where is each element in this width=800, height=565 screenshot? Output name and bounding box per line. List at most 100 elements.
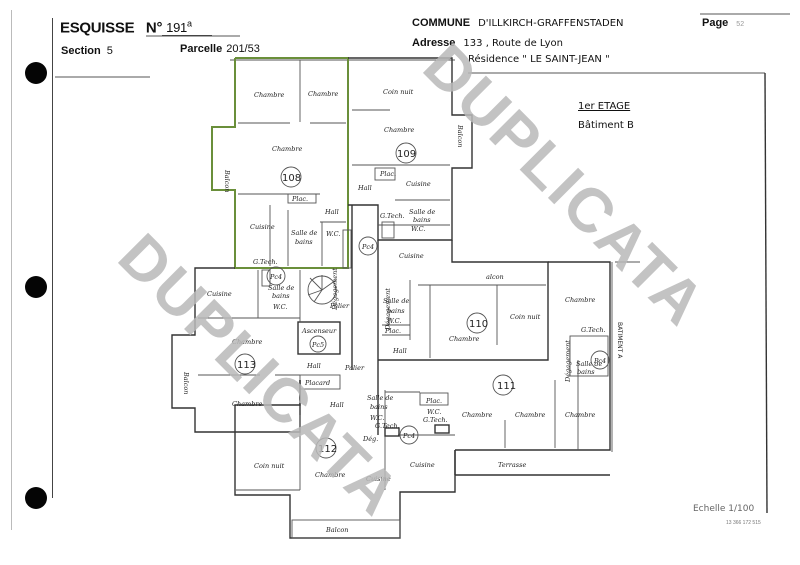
- binder-hole: [25, 62, 47, 84]
- parcelle-label: Parcelle: [180, 43, 223, 55]
- binder-hole: [25, 487, 47, 509]
- room-label: Chambre: [308, 90, 338, 98]
- esquisse-label: ESQUISSE: [60, 19, 135, 37]
- room-label: Cuisine: [366, 475, 391, 483]
- room-label: Cuisine: [399, 252, 424, 260]
- room-label: Salle de: [383, 297, 410, 305]
- room-label: W.C.: [273, 303, 287, 311]
- shaft-label: Pc4: [269, 273, 282, 281]
- numero-value: 191: [166, 20, 187, 36]
- room-label: G.Tech.: [423, 416, 448, 424]
- shaft-label: Pc4: [361, 243, 374, 251]
- room-label: Dégagement: [331, 268, 339, 311]
- room-label: Salle de: [409, 208, 436, 216]
- room-label: Chambre: [315, 471, 345, 479]
- room-label: Hall: [324, 208, 339, 216]
- room-label: Hall: [357, 184, 372, 192]
- unit-113: [171, 267, 341, 433]
- room-label: G.Tech.: [375, 422, 400, 430]
- room-label: Salle de: [268, 284, 295, 292]
- room-label: Placard: [304, 379, 330, 387]
- room-labels: Chambre Chambre Chambre Cuisine Salle de…: [182, 88, 623, 534]
- room-label: W.C.: [387, 317, 401, 325]
- room-label: Balcon: [325, 526, 348, 534]
- unit-number-109: 109: [397, 149, 416, 160]
- room-label: Balcon: [456, 124, 464, 147]
- room-label: bains: [295, 238, 313, 246]
- room-label: bains: [272, 292, 290, 300]
- room-label: Plac.: [384, 327, 401, 335]
- room-label: Plac.: [425, 397, 442, 405]
- room-label: bains: [577, 368, 595, 376]
- room-label: Balcon: [182, 371, 190, 394]
- room-label: Cuisine: [250, 223, 275, 231]
- binder-hole: [25, 276, 47, 298]
- commune-label: COMMUNE: [412, 17, 471, 29]
- unit-number-112: 112: [318, 444, 337, 455]
- room-label: G.Tech.: [380, 212, 405, 220]
- room-label: Ascenseur: [301, 327, 337, 335]
- floor-label: 1er ETAGE: [578, 101, 631, 112]
- commune-value: D'ILLKIRCH-GRAFFENSTADEN: [478, 18, 624, 29]
- room-label: bains: [370, 403, 388, 411]
- unit-109: [348, 57, 473, 241]
- shaft-label: Pc5: [311, 341, 324, 349]
- unit-number-111: 111: [497, 381, 516, 392]
- room-label: W.C.: [427, 408, 441, 416]
- room-label: Salle de: [291, 229, 318, 237]
- room-label: Chambre: [384, 126, 414, 134]
- adresse-label: Adresse: [412, 37, 456, 49]
- room-label: Chambre: [254, 91, 284, 99]
- scale-label: Echelle 1/100: [693, 504, 755, 514]
- residence-value: Résidence " LE SAINT-JEAN ": [468, 54, 610, 65]
- unit-numbers: 108 109 110 111 112 113 Pc4 Pc4 Pc5 Pc4 …: [234, 142, 610, 459]
- room-label: Chambre: [232, 400, 262, 408]
- room-label: Chambre: [515, 411, 545, 419]
- margin-line: [52, 18, 53, 498]
- shaft-label: Pc4: [593, 357, 606, 365]
- section-value: 5: [106, 45, 113, 57]
- room-label: Dégagement: [384, 288, 392, 331]
- room-label: W.C.: [326, 230, 340, 238]
- room-label: Chambre: [232, 338, 262, 346]
- watermark-duplicata: DUPLICATA: [410, 31, 718, 339]
- room-label: Dég.: [362, 435, 378, 443]
- duplicata-watermarks: DUPLICATA DUPLICATA: [105, 31, 718, 529]
- commune-field: COMMUNE D'ILLKIRCH-GRAFFENSTADEN: [412, 17, 624, 29]
- room-label: Chambre: [462, 411, 492, 419]
- esquisse-title: ESQUISSE N°191a: [60, 19, 212, 37]
- room-label: Chambre: [272, 145, 302, 153]
- room-label: G.Tech.: [581, 326, 606, 334]
- room-label: Plac.: [379, 170, 396, 178]
- room-label: W.C.: [411, 225, 425, 233]
- unit-112: [234, 380, 456, 539]
- room-label: Chambre: [565, 296, 595, 304]
- room-label: G.Tech.: [253, 258, 278, 266]
- building-label: Bâtiment B: [578, 120, 634, 131]
- unit-number-113: 113: [237, 360, 256, 371]
- unit-number-110: 110: [469, 319, 488, 330]
- room-label: Plac.: [291, 195, 308, 203]
- room-label: Chambre: [565, 411, 595, 419]
- sheet-frame: [55, 13, 790, 514]
- room-label: Hall: [306, 362, 321, 370]
- adjacent-building-label: BATIMENT A: [616, 322, 623, 359]
- room-label: Cuisine: [406, 180, 431, 188]
- core: [297, 205, 379, 435]
- unit-number-108: 108: [282, 173, 301, 184]
- room-label: Salle de: [367, 394, 394, 402]
- room-label: Cuisine: [207, 290, 232, 298]
- sheet-edge: [11, 10, 12, 530]
- reference-number: 13 366 172 515: [726, 520, 761, 526]
- numero-label: N°: [145, 19, 163, 37]
- page-value: 52: [736, 21, 745, 28]
- room-label: Dégagement: [564, 340, 572, 383]
- unit-111: [398, 261, 640, 476]
- room-label: Coin nuit: [510, 313, 541, 321]
- room-label: Balcon: [223, 169, 231, 192]
